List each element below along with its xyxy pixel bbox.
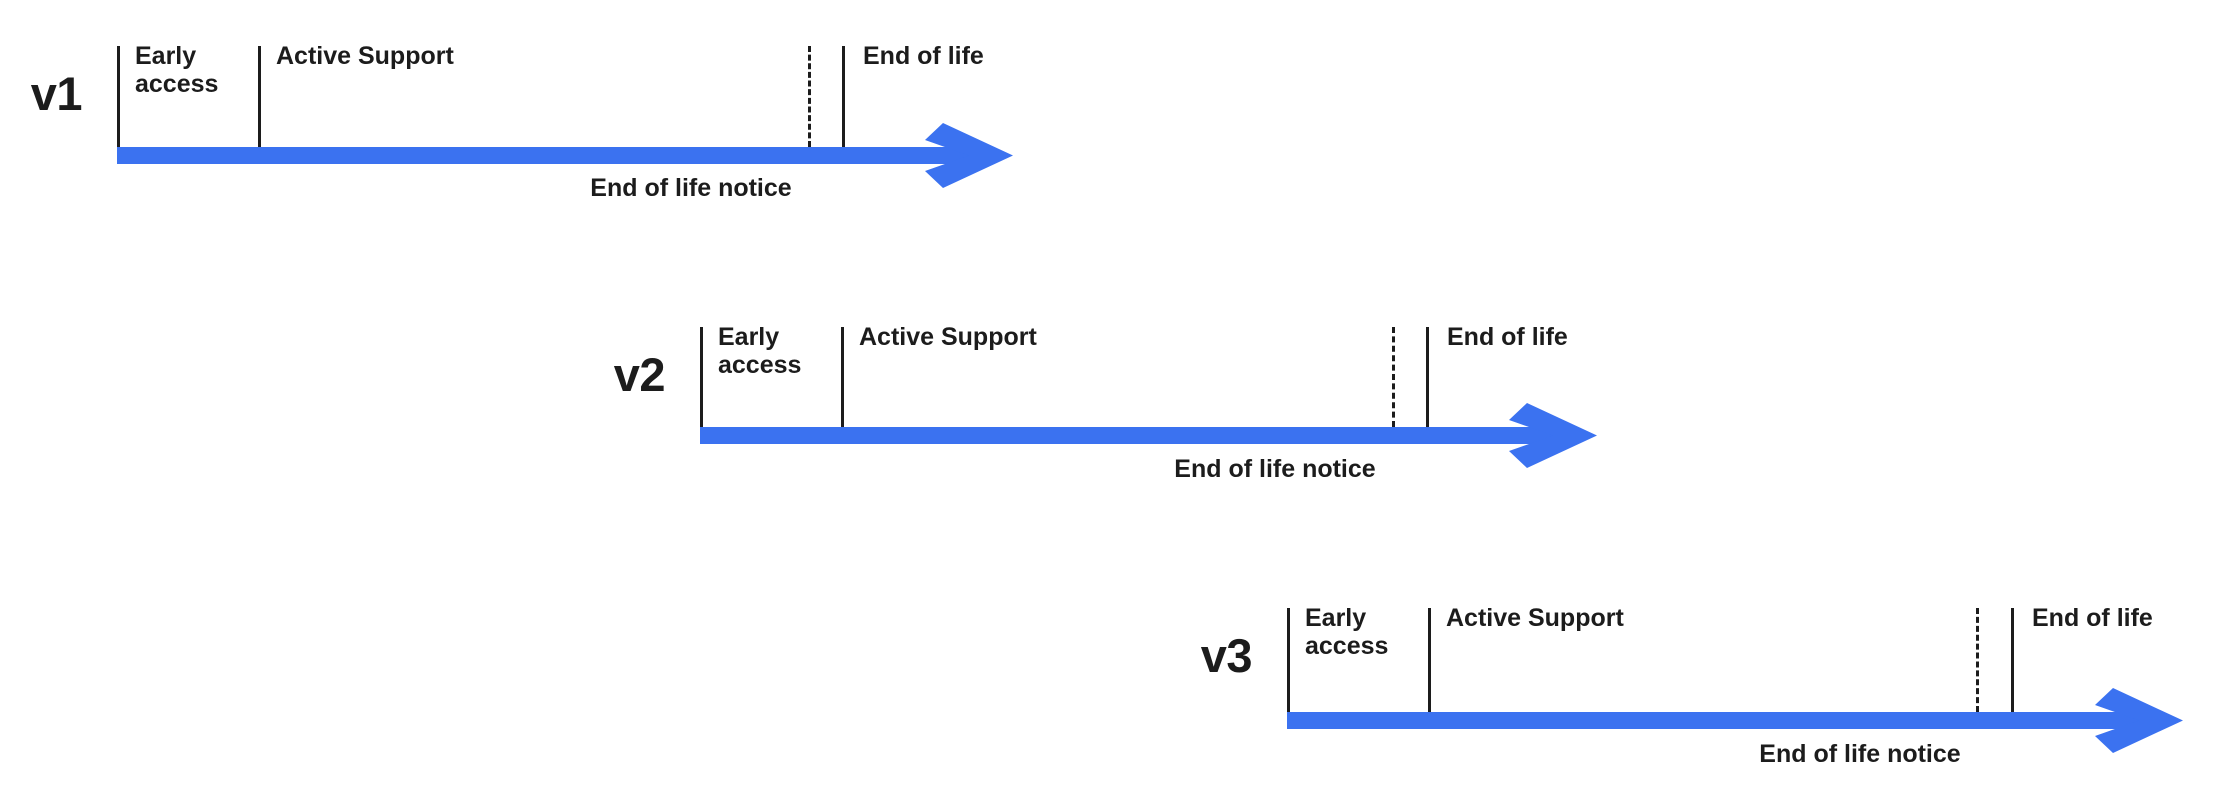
timeline-arrow-v2 [700,403,1597,468]
end-of-life-notice-divider-v3 [1976,608,1979,712]
timeline-arrow-v3 [1287,688,2183,753]
phase-label-active-support-v2: Active Support [859,323,1037,351]
phase-label-early-access-v3: Early access [1305,604,1389,660]
phase-label-active-support-v1: Active Support [276,42,454,70]
phase-label-end-of-life-v3: End of life [2032,604,2153,632]
version-track-v1: v1 Early access Active Support End of li… [0,0,2228,250]
active-support-start-divider-v1 [258,46,261,147]
early-access-start-divider-v3 [1287,608,1290,712]
phase-label-early-access-v2: Early access [718,323,802,379]
early-access-start-divider-v1 [117,46,120,147]
active-support-start-divider-v3 [1428,608,1431,712]
phase-label-early-access-v1: Early access [135,42,219,98]
version-label-v1: v1 [30,67,83,120]
phase-label-end-of-life-v1: End of life [863,42,984,70]
active-support-start-divider-v2 [841,327,844,427]
phase-label-active-support-v3: Active Support [1446,604,1624,632]
notice-label-v2: End of life notice [1174,455,1376,483]
version-label-v2: v2 [613,348,666,401]
notice-label-v1: End of life notice [590,174,792,202]
early-access-start-divider-v2 [700,327,703,427]
end-of-life-start-divider-v1 [842,46,845,147]
end-of-life-notice-divider-v2 [1392,327,1395,427]
timeline-arrow-v1 [117,123,1013,188]
version-track-v3: v3 Early access Active Support End of li… [0,0,2228,767]
end-of-life-start-divider-v3 [2011,608,2014,712]
version-track-v2: v2 Early access Active Support End of li… [0,0,2228,482]
version-label-v3: v3 [1200,629,1253,682]
notice-label-v3: End of life notice [1759,740,1961,768]
end-of-life-notice-divider-v1 [808,46,811,147]
end-of-life-start-divider-v2 [1426,327,1429,427]
phase-label-end-of-life-v2: End of life [1447,323,1568,351]
